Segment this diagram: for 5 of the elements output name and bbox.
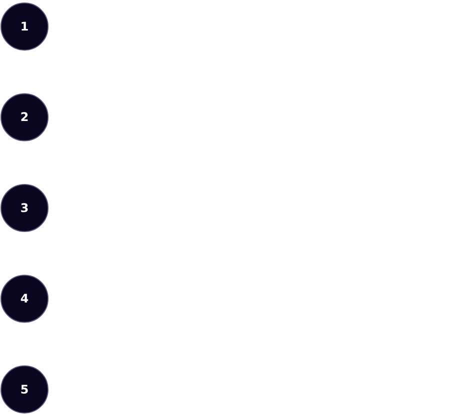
numbered-circle: 1 [0, 2, 49, 51]
numbered-circle: 3 [0, 184, 49, 232]
numbered-circle: 5 [0, 365, 49, 414]
numbered-circle: 4 [0, 274, 49, 323]
numbered-circle: 2 [0, 93, 49, 142]
